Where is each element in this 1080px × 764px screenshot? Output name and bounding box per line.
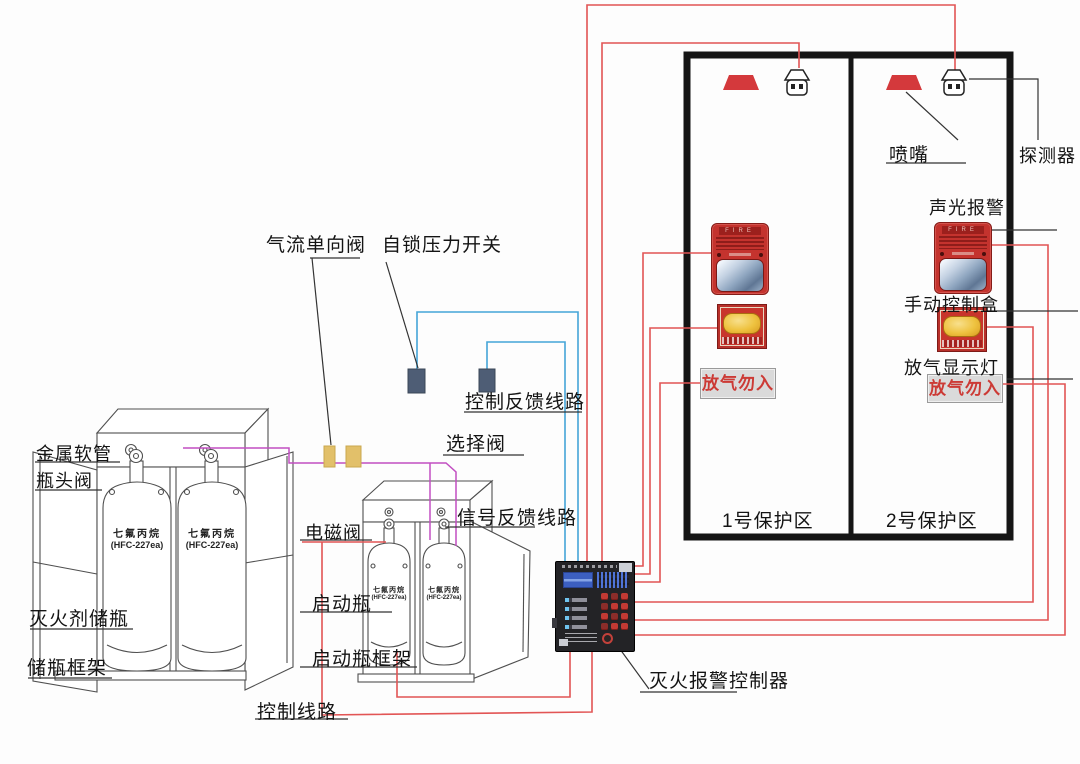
starter-cabinet-drawing — [357, 479, 531, 683]
pressure-switches — [407, 368, 496, 394]
control-wires-red — [302, 4, 1066, 716]
label-gas-release-indicator: 放气显示灯 — [904, 358, 999, 378]
fire-alarm-controller-device — [552, 561, 635, 652]
protection-zone-outline — [683, 51, 1014, 541]
controller-title-strip — [562, 565, 617, 568]
label-metal-hose: 金属软管 — [36, 444, 112, 464]
controller-lcd-screen — [563, 572, 593, 588]
label-solenoid-valve: 电磁阀 — [305, 523, 362, 543]
nozzle-icons — [723, 75, 922, 90]
manual-box-footer — [942, 340, 982, 347]
detector-icons — [783, 69, 968, 96]
alarm-strobe-lens — [939, 258, 987, 291]
label-control-line: 控制线路 — [257, 702, 338, 723]
alarm-label-band — [952, 252, 974, 255]
controller-corner-plate — [619, 563, 632, 572]
controller-logo — [602, 633, 613, 644]
alarm-led — [759, 252, 763, 257]
sound-light-alarm-device-zone1: FIRE — [711, 223, 769, 295]
starter-cylinder-label: 七氟丙烷 (HFC-227ea) — [371, 587, 407, 601]
label-storage-bottle-frame: 储瓶框架 — [27, 658, 108, 679]
leader-lines — [28, 78, 1078, 720]
controller-led-grid — [597, 572, 629, 588]
starter-cylinder-label: 七氟丙烷 (HFC-227ea) — [426, 587, 462, 601]
label-zone1: 1号保护区 — [722, 511, 814, 532]
manual-box-button — [943, 316, 981, 337]
controller-button-grid — [601, 593, 628, 630]
cylinder-label: 七氟丙烷 (HFC-227ea) — [110, 529, 164, 550]
label-nozzle: 喷嘴 — [889, 145, 930, 166]
label-zone2: 2号保护区 — [886, 511, 978, 532]
gas-release-warning-sign-zone1: 放气勿入 — [700, 368, 776, 399]
label-manual-control-box: 手动控制盒 — [904, 295, 999, 315]
label-pressure-switch: 自锁压力开关 — [382, 235, 503, 256]
alarm-led — [717, 252, 721, 257]
feedback-wires-blue — [416, 311, 579, 561]
alarm-vents — [716, 237, 764, 250]
gas-release-warning-sign-zone2: 放气勿入 — [927, 374, 1003, 403]
label-fire-alarm-controller: 灭火报警控制器 — [649, 671, 790, 692]
pipe-wires-purple — [183, 447, 457, 546]
label-control-feedback-line: 控制反馈线路 — [465, 392, 586, 413]
alarm-vents — [939, 236, 987, 249]
manual-control-box-device-zone2 — [937, 307, 987, 352]
label-starter-bottle: 启动瓶 — [312, 594, 373, 615]
label-bottle-head-valve: 瓶头阀 — [36, 471, 93, 491]
label-detector: 探测器 — [1019, 146, 1076, 166]
alarm-fire-text: FIRE — [719, 227, 761, 235]
alarm-led — [940, 251, 944, 256]
controller-badge — [559, 639, 568, 646]
label-selector-valve: 选择阀 — [446, 434, 507, 455]
airflow-check-valves — [323, 445, 362, 468]
alarm-fire-text: FIRE — [942, 226, 984, 234]
alarm-led — [982, 251, 986, 256]
manual-control-box-device-zone1 — [717, 304, 767, 349]
controller-side-tab — [552, 618, 557, 628]
label-airflow-check-valve: 气流单向阀 — [266, 235, 367, 256]
controller-footer-text — [565, 633, 597, 642]
label-agent-storage-bottle: 灭火剂储瓶 — [29, 609, 130, 630]
label-starter-bottle-frame: 启动瓶框架 — [312, 649, 413, 670]
manual-box-footer — [722, 337, 762, 344]
alarm-label-band — [729, 253, 751, 256]
label-signal-feedback-line: 信号反馈线路 — [457, 508, 578, 529]
controller-indicator-rows — [563, 593, 599, 629]
manual-box-button — [723, 313, 761, 334]
sound-light-alarm-device-zone2: FIRE — [934, 222, 992, 294]
cylinder-label: 七氟丙烷 (HFC-227ea) — [185, 529, 239, 550]
alarm-strobe-lens — [716, 259, 764, 292]
label-sound-light-alarm: 声光报警 — [929, 198, 1005, 218]
agent-cabinet-drawing — [32, 407, 294, 693]
